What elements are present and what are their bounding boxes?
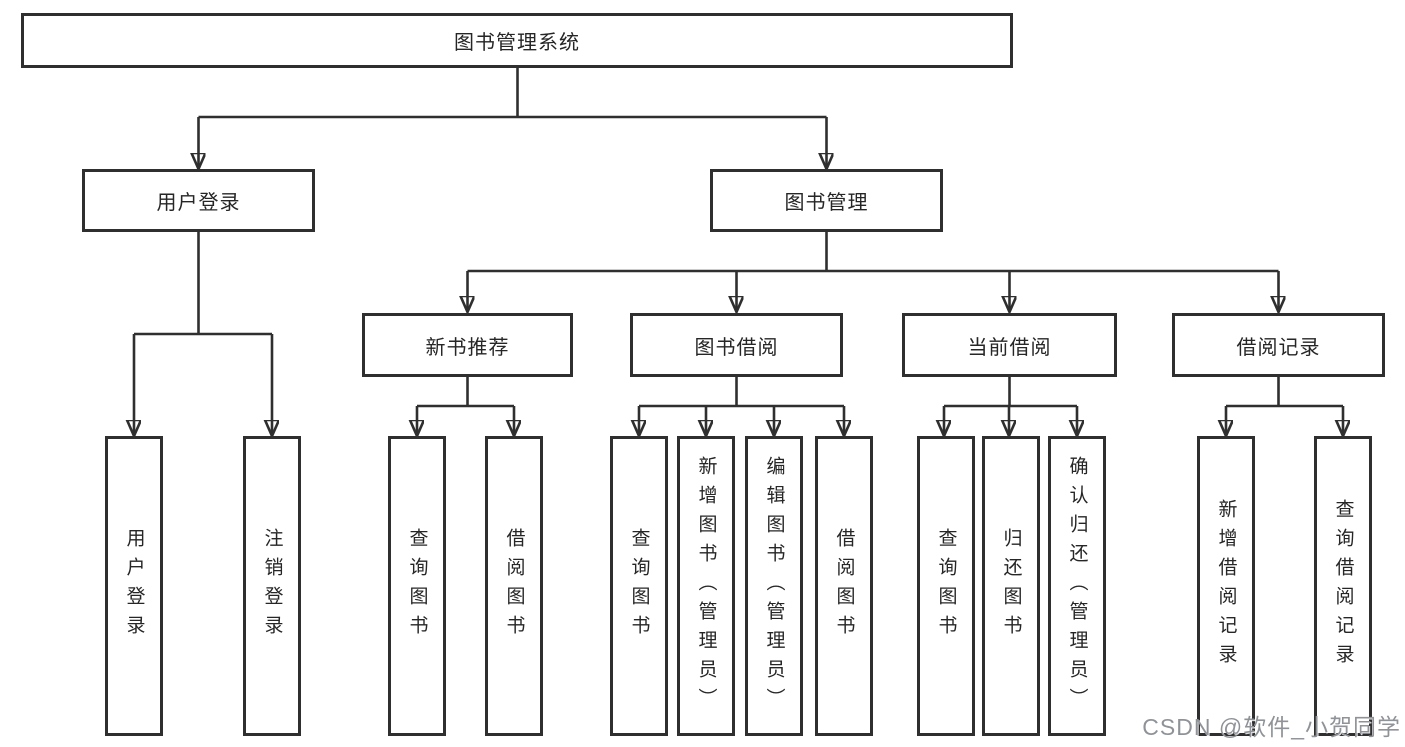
leaf-edit-book-admin: 编辑图书（管理员） bbox=[745, 436, 803, 736]
node-root: 图书管理系统 bbox=[21, 13, 1013, 68]
leaf-query-books-current-label: 查询图书 bbox=[935, 528, 957, 644]
leaf-borrow-books-recommend: 借阅图书 bbox=[485, 436, 543, 736]
node-user-login-label: 用户登录 bbox=[156, 192, 241, 214]
leaf-borrow-books: 借阅图书 bbox=[815, 436, 873, 736]
node-new-book-recommend: 新书推荐 bbox=[362, 313, 573, 377]
leaf-query-books-borrow-label: 查询图书 bbox=[628, 528, 650, 644]
node-book-borrow-label: 图书借阅 bbox=[694, 336, 779, 359]
leaf-add-book-admin-label: 新增图书（管理员） bbox=[695, 455, 717, 717]
node-current-borrow: 当前借阅 bbox=[902, 313, 1117, 377]
node-root-label: 图书管理系统 bbox=[454, 32, 580, 54]
leaf-query-books-recommend: 查询图书 bbox=[388, 436, 446, 736]
leaf-borrow-books-recommend-label: 借阅图书 bbox=[503, 528, 525, 644]
leaf-logout-label: 注销登录 bbox=[261, 528, 283, 644]
leaf-query-borrow-record: 查询借阅记录 bbox=[1314, 436, 1372, 736]
leaf-add-borrow-record-label: 新增借阅记录 bbox=[1215, 499, 1237, 673]
leaf-user-login: 用户登录 bbox=[105, 436, 163, 736]
node-new-book-recommend-label: 新书推荐 bbox=[425, 336, 510, 359]
leaf-confirm-return-admin: 确认归还（管理员） bbox=[1048, 436, 1106, 736]
node-current-borrow-label: 当前借阅 bbox=[967, 336, 1052, 359]
node-book-management-label: 图书管理 bbox=[784, 192, 869, 214]
leaf-edit-book-admin-label: 编辑图书（管理员） bbox=[763, 455, 785, 717]
leaf-query-books-recommend-label: 查询图书 bbox=[406, 528, 428, 644]
leaf-add-borrow-record: 新增借阅记录 bbox=[1197, 436, 1255, 736]
leaf-query-books-current: 查询图书 bbox=[917, 436, 975, 736]
csdn-watermark: CSDN @软件_小贺同学 bbox=[1142, 714, 1401, 740]
leaf-logout: 注销登录 bbox=[243, 436, 301, 736]
leaf-query-borrow-record-label: 查询借阅记录 bbox=[1332, 499, 1354, 673]
leaf-query-books-borrow: 查询图书 bbox=[610, 436, 668, 736]
node-user-login: 用户登录 bbox=[82, 169, 315, 232]
leaf-return-book-label: 归还图书 bbox=[1000, 528, 1022, 644]
leaf-add-book-admin: 新增图书（管理员） bbox=[677, 436, 735, 736]
leaf-borrow-books-label: 借阅图书 bbox=[833, 528, 855, 644]
node-book-management: 图书管理 bbox=[710, 169, 943, 232]
node-borrow-records: 借阅记录 bbox=[1172, 313, 1385, 377]
node-borrow-records-label: 借阅记录 bbox=[1236, 336, 1321, 359]
leaf-confirm-return-admin-label: 确认归还（管理员） bbox=[1066, 455, 1088, 717]
leaf-user-login-label: 用户登录 bbox=[123, 528, 145, 644]
leaf-return-book: 归还图书 bbox=[982, 436, 1040, 736]
node-book-borrow: 图书借阅 bbox=[630, 313, 843, 377]
